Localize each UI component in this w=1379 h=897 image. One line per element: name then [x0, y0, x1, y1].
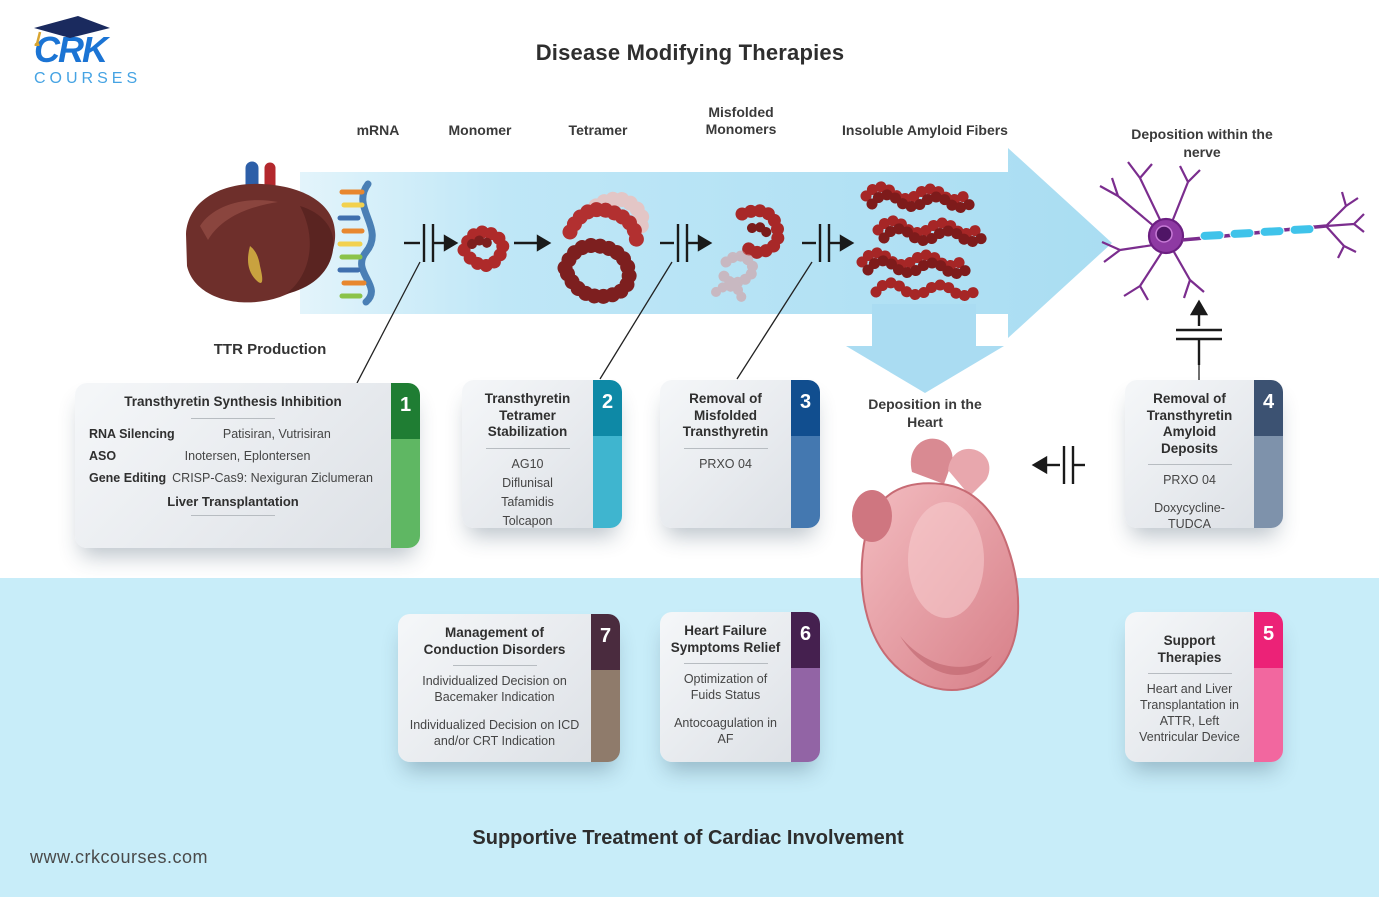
graduation-cap-icon: [34, 16, 110, 46]
card-removal-misfolded: Removal of Misfolded Transthyretin PRXO …: [660, 380, 820, 528]
inhibitor-symbol-nerve: [1176, 299, 1222, 365]
card-accent-bar: 6: [791, 612, 820, 762]
card-synthesis-inhibition: Transthyretin Synthesis Inhibition RNA S…: [75, 383, 420, 548]
divider: [191, 417, 275, 419]
card-item: Individualized Decision on ICD and/or CR…: [409, 718, 580, 748]
row-value: Inotersen, Eplontersen: [184, 448, 311, 463]
accent-strip: [391, 439, 420, 548]
logo-subtext: COURSES: [34, 70, 142, 87]
card-accent-bar: 7: [591, 614, 620, 762]
stage-label-mrna: mRNA: [356, 122, 400, 138]
card-heart-failure-relief: Heart Failure Symptoms Relief Optimizati…: [660, 612, 820, 762]
card-item: Tolcapon: [502, 513, 553, 528]
inhibitor-symbol-misfolded: [802, 224, 855, 262]
card-item: Antocoagulation in AF: [674, 716, 777, 746]
tetramer-icon: [557, 191, 650, 304]
card-title: Heart Failure Symptoms Relief: [670, 623, 781, 655]
row-value: CRISP-Cas9: Nexiguran Ziclumeran: [172, 470, 373, 485]
card-number-badge: 6: [791, 612, 820, 668]
divider: [452, 665, 537, 666]
card-tetramer-stabilization: Transthyretin Tetramer Stabilization AG1…: [462, 380, 622, 528]
divider: [683, 663, 768, 664]
divider: [1147, 464, 1232, 465]
monomer-icon: [457, 225, 510, 272]
ttr-production-label: TTR Production: [213, 341, 327, 358]
card-title: Transthyretin Tetramer Stabilization: [484, 391, 571, 439]
card-title: Removal of Misfolded Transthyretin: [682, 391, 769, 439]
row-label: Gene Editing: [89, 470, 167, 485]
stage-label-fibers: Insoluble Amyloid Fibers: [842, 122, 1008, 138]
row-label: RNA Silencing: [89, 426, 175, 441]
accent-strip: [791, 668, 820, 762]
stage-label-monomer: Monomer: [448, 122, 512, 138]
misfolded-monomers-icon: [711, 204, 785, 307]
card-title: Management of Conduction Disorders: [423, 625, 566, 657]
stage-label-misfolded: Misfolded Monomers: [705, 104, 777, 137]
card-number-badge: 2: [593, 380, 622, 436]
card-number-badge: 3: [791, 380, 820, 436]
mrna-icon: [337, 180, 376, 306]
heart-deposition-label: Deposition in the Heart: [868, 396, 982, 430]
card-item: Doxycycline-TUDCA: [1154, 501, 1225, 531]
inhibitor-symbol-tetramer: [660, 224, 713, 262]
amyloid-fibers-icon: [862, 187, 982, 296]
card-item: Heart and Liver Transplantation in ATTR,…: [1139, 682, 1240, 744]
page-title: Disease Modifying Therapies: [535, 40, 845, 65]
card-number-badge: 4: [1254, 380, 1283, 436]
accent-strip: [1254, 668, 1283, 762]
stage-label-tetramer: Tetramer: [568, 122, 628, 138]
card-accent-bar: 5: [1254, 612, 1283, 762]
card-number-badge: 1: [391, 383, 420, 439]
card-item: Diflunisal: [502, 475, 553, 490]
card-accent-bar: 3: [791, 380, 820, 528]
card-item: Tafamidis: [501, 494, 554, 509]
divider: [683, 447, 768, 449]
card-item: Optimization of Fuids Status: [683, 672, 768, 702]
liver-icon: [186, 161, 336, 303]
row-value: Patisiran, Vutrisiran: [222, 426, 331, 441]
inhibitor-symbol-mrna: [404, 224, 459, 262]
accent-strip: [1254, 436, 1283, 528]
neuron-icon: [1099, 161, 1365, 301]
connector-lines: [356, 261, 1200, 384]
card-conduction-disorders: Management of Conduction Disorders Indiv…: [398, 614, 620, 762]
accent-strip: [591, 670, 620, 762]
card-accent-bar: 4: [1254, 380, 1283, 528]
down-arrow: [846, 304, 1004, 393]
arrow-monomer-tetramer: [514, 234, 552, 252]
divider: [485, 447, 570, 449]
flow-arrow: [300, 148, 1112, 393]
card-title: Removal of Transthyretin Amyloid Deposit…: [1146, 391, 1233, 456]
brand-logo: CRK COURSES: [26, 14, 146, 88]
inhibitor-symbol-heart: [1031, 446, 1085, 484]
card-row: Gene Editing CRISP-Cas9: Nexiguran Ziclu…: [89, 471, 379, 485]
card-title: Transthyretin Synthesis Inhibition: [124, 394, 342, 409]
accent-strip: [593, 436, 622, 528]
card-accent-bar: 1: [391, 383, 420, 548]
accent-strip: [791, 436, 820, 528]
footer-title: Supportive Treatment of Cardiac Involvem…: [472, 827, 904, 849]
card-item: PRXO 04: [699, 456, 752, 471]
card-item: PRXO 04: [1163, 473, 1216, 487]
card-removal-deposits: Removal of Transthyretin Amyloid Deposit…: [1125, 380, 1283, 531]
card-accent-bar: 2: [593, 380, 622, 528]
website-url: www.crkcourses.com: [30, 847, 209, 867]
card-item: Individualized Decision on Bacemaker Ind…: [422, 674, 567, 704]
card-footer-label: Liver Transplantation: [167, 493, 299, 509]
card-item: AG10: [511, 456, 544, 471]
row-label: ASO: [89, 448, 117, 463]
nerve-deposition-label: Deposition within the nerve: [1131, 126, 1273, 160]
card-number-badge: 7: [591, 614, 620, 670]
card-row: RNA Silencing Patisiran, Vutrisiran: [89, 427, 379, 441]
divider: [1147, 673, 1232, 674]
divider: [191, 514, 275, 516]
card-number-badge: 5: [1254, 612, 1283, 668]
card-row: ASO Inotersen, Eplontersen: [89, 449, 379, 463]
card-support-therapies: Support Therapies Heart and Liver Transp…: [1125, 612, 1283, 762]
card-title: Support Therapies: [1157, 633, 1222, 665]
